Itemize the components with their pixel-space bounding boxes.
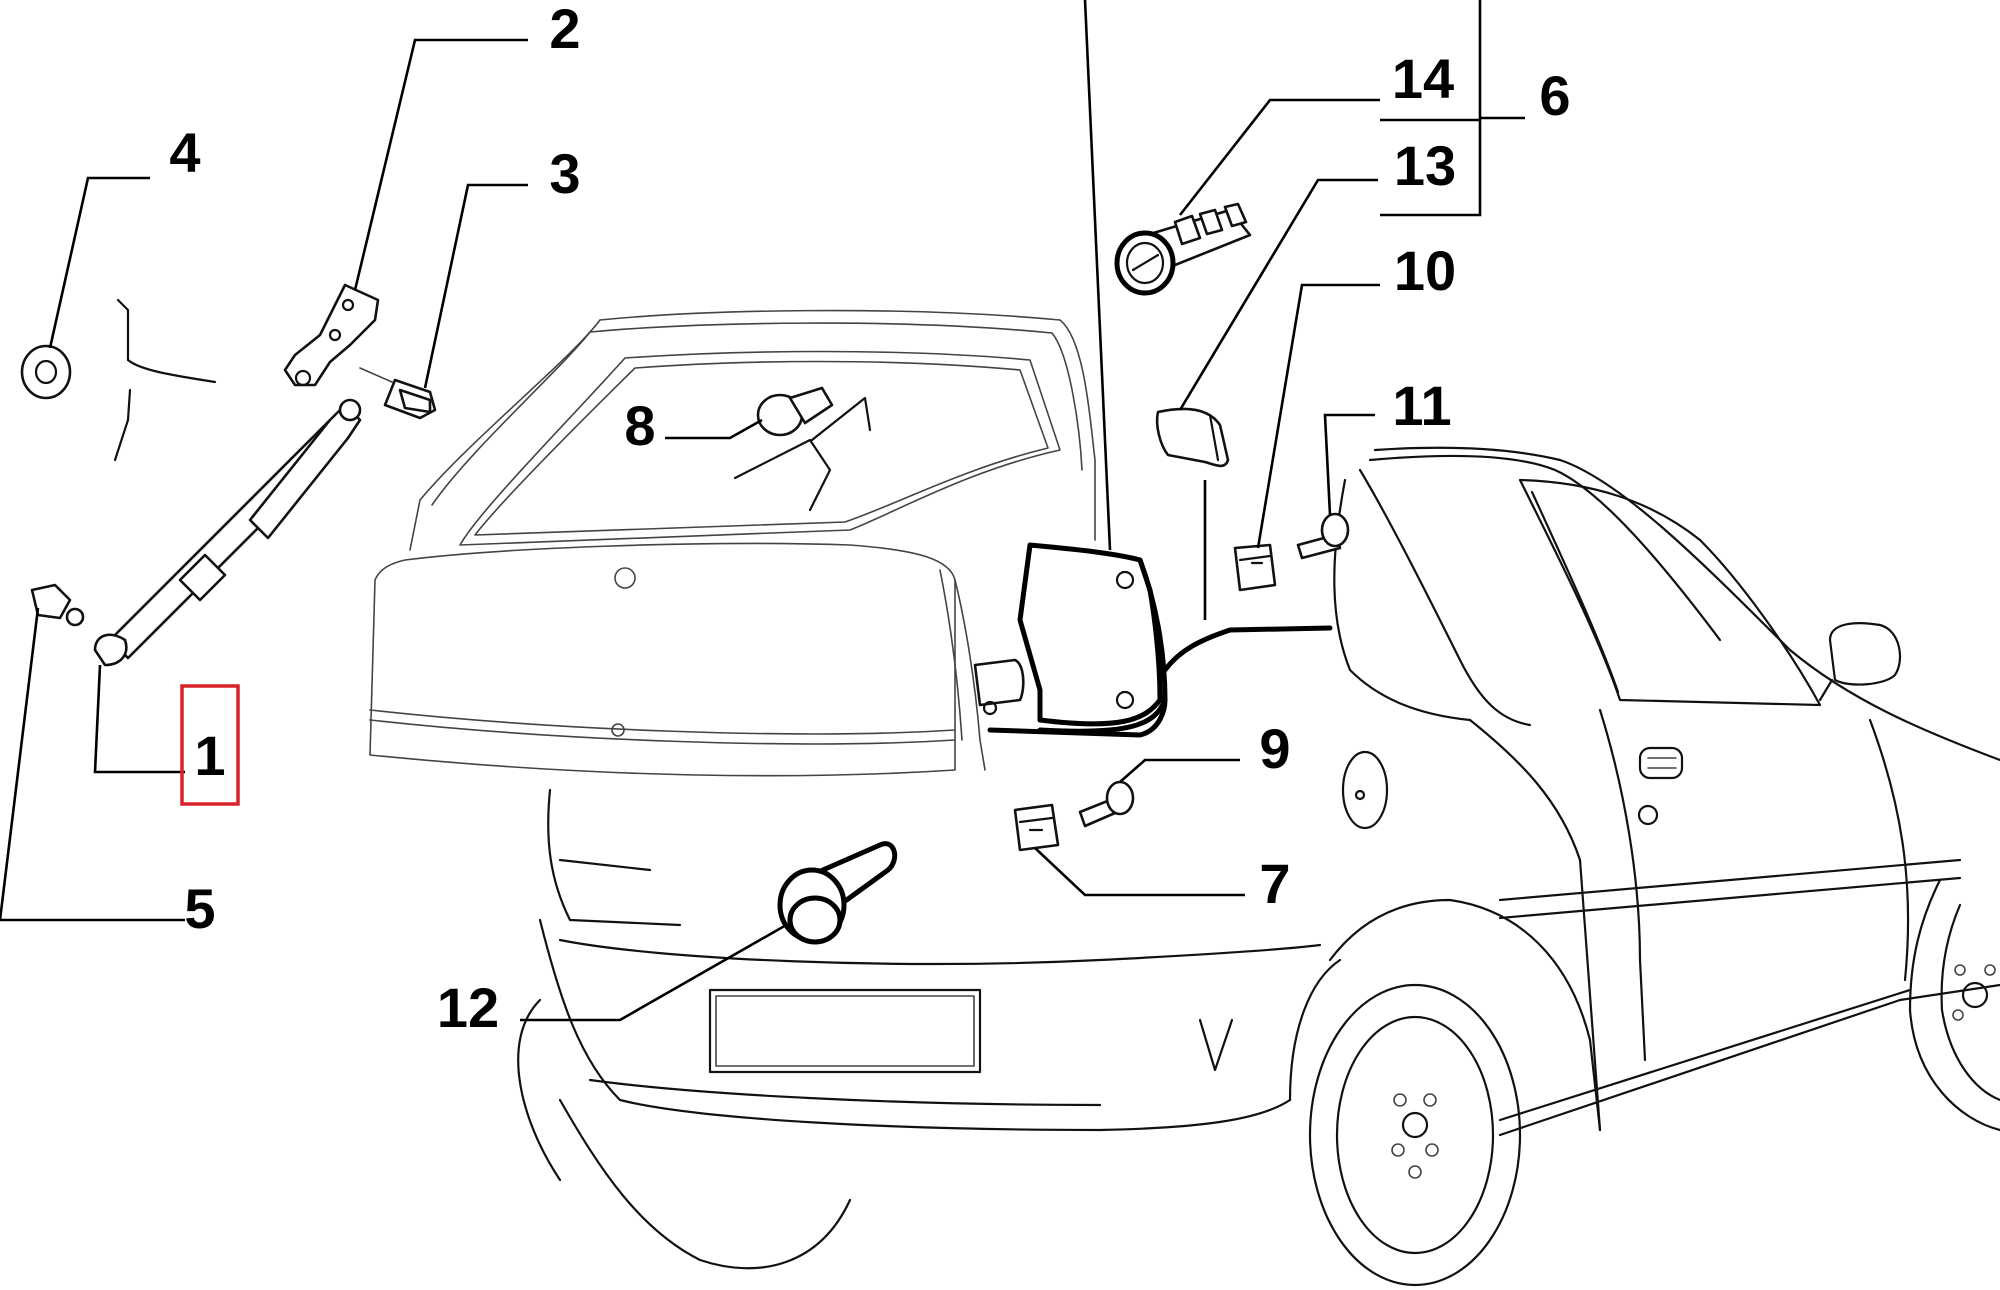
bolt-part-3 [359,367,437,420]
callout-6[interactable]: 6 [1539,64,1570,127]
lock-housing [973,542,1333,738]
callout-14[interactable]: 14 [1392,47,1454,110]
callout-5[interactable]: 5 [184,877,215,940]
callout-9[interactable]: 9 [1259,717,1290,780]
callout-13[interactable]: 13 [1394,134,1456,197]
callout-1[interactable]: 1 [194,724,225,787]
clip-nut-part-7 [1013,803,1060,852]
cap-part-13 [1155,407,1230,468]
hinge-fragment [113,298,217,462]
stud-part-12 [777,841,898,945]
callout-7[interactable]: 7 [1259,852,1290,915]
callout-4[interactable]: 4 [169,121,200,184]
tailgate-panel [369,309,1096,777]
callout-11[interactable]: 11 [1392,374,1451,437]
screw-part-11 [1296,512,1350,560]
car-body-outline [517,446,2000,1287]
callout-3[interactable]: 3 [549,142,580,205]
clip-nut-part-10 [1233,543,1277,592]
callout-2[interactable]: 2 [549,0,580,60]
callout-labels: 1 2 3 4 5 6 7 8 9 10 11 12 13 14 [169,0,1570,1039]
callout-10[interactable]: 10 [1394,239,1456,302]
ball-stud-part-5 [30,583,85,627]
callout-8[interactable]: 8 [624,394,655,457]
leader-lines [0,0,1525,1022]
gas-strut-part-1 [93,398,362,667]
washer-part-4 [20,344,72,400]
stud-part-8 [756,386,834,437]
callout-12[interactable]: 12 [437,976,499,1039]
callout-1-highlight-box [180,684,240,806]
lock-cylinder-part-14 [1114,202,1252,296]
screw-part-9 [1078,780,1135,828]
bracket-part-2 [283,283,380,387]
